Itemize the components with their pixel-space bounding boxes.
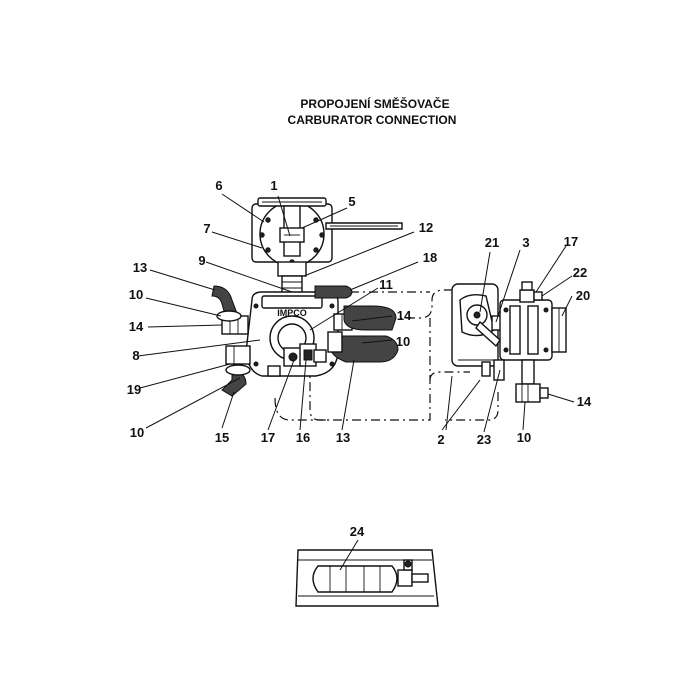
label-12: 12: [419, 220, 433, 235]
label-6: 6: [215, 178, 222, 193]
label-5: 5: [348, 194, 355, 209]
label-7: 7: [203, 221, 210, 236]
mixer-regulator-assembly: IMPCO: [221, 197, 403, 377]
part-labels: 1 5 6 7 12 18 9 13 10 14 11 14 10 8 19 1…: [127, 178, 592, 539]
label-10-right: 10: [517, 430, 531, 445]
label-14-right: 14: [577, 394, 592, 409]
label-15: 15: [215, 430, 229, 445]
label-13-left: 13: [133, 260, 147, 275]
diagram-title-english: CARBURATOR CONNECTION: [288, 113, 457, 127]
label-10-middle: 10: [396, 334, 410, 349]
label-2: 2: [437, 432, 444, 447]
label-17-right: 17: [564, 234, 578, 249]
label-10-left-upper: 10: [129, 287, 143, 302]
label-24: 24: [350, 524, 365, 539]
label-20: 20: [576, 288, 590, 303]
label-10-left-lower: 10: [130, 425, 144, 440]
label-3: 3: [522, 235, 529, 250]
label-1: 1: [270, 178, 277, 193]
diagram-title-czech: PROPOJENÍ SMĚŠOVAČE: [300, 96, 449, 111]
label-14-left: 14: [129, 319, 144, 334]
label-23: 23: [477, 432, 491, 447]
label-13-middle: 13: [336, 430, 350, 445]
label-9: 9: [198, 253, 205, 268]
tank-detail: [295, 549, 439, 607]
leader-lines: [137, 193, 575, 571]
impco-logo-text: IMPCO: [277, 308, 307, 318]
carburetor-assembly: [451, 281, 567, 403]
label-17-left: 17: [261, 430, 275, 445]
label-8: 8: [132, 348, 139, 363]
label-21: 21: [485, 235, 499, 250]
gas-lines: [274, 289, 499, 421]
label-18: 18: [423, 250, 437, 265]
label-19: 19: [127, 382, 141, 397]
label-11: 11: [379, 277, 393, 292]
label-16: 16: [296, 430, 310, 445]
label-22: 22: [573, 265, 587, 280]
hoses: [211, 285, 399, 397]
label-14-middle: 14: [397, 308, 412, 323]
